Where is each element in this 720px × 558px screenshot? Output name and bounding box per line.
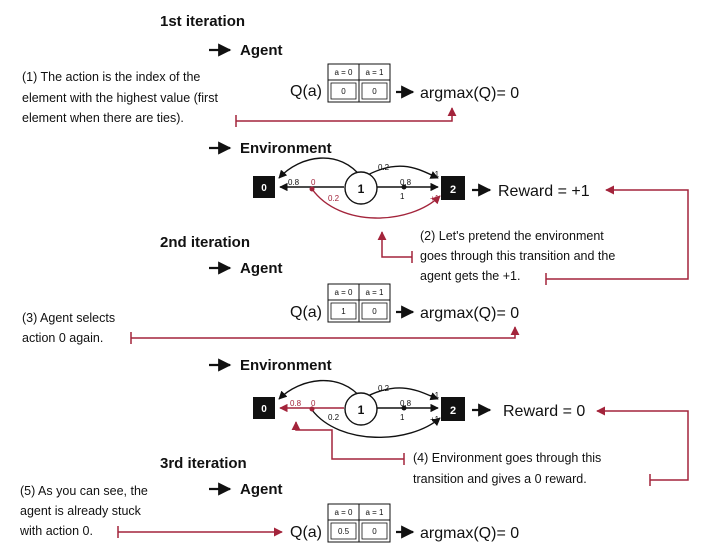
reward-left: 0 <box>311 178 316 187</box>
state-0-box <box>253 176 275 198</box>
reward-text-1: Reward = +1 <box>498 183 590 200</box>
agent-row-2: Agent <box>209 260 283 277</box>
state-0-label: 0 <box>261 183 267 194</box>
q-header-a1: a = 1 <box>365 508 384 517</box>
q-header-a0: a = 0 <box>334 68 353 77</box>
reward-right-bottom: +1 <box>430 415 440 424</box>
note-1-line-2: element with the highest value (first <box>22 91 218 105</box>
q-label-2: Q(a) <box>290 304 322 321</box>
q-header-a0: a = 0 <box>334 288 353 297</box>
prob-red: 0.2 <box>328 194 340 203</box>
note-1-connector <box>235 107 457 127</box>
q-label-3: Q(a) <box>290 524 322 541</box>
agent-row-1: Agent <box>209 42 283 59</box>
note-3-connector <box>130 326 520 344</box>
q-value-a0: 0 <box>341 87 346 96</box>
q-header-a1: a = 1 <box>365 68 384 77</box>
agent-label-3: Agent <box>240 481 283 498</box>
prob-red: 0.2 <box>328 413 340 422</box>
note-2-line-2: goes through this transition and the <box>420 249 615 263</box>
reward-mid: 1 <box>400 192 405 201</box>
iteration-3-title: 3rd iteration <box>160 455 247 472</box>
note-4-reward-connector <box>596 406 689 486</box>
note-5-connector <box>117 526 283 538</box>
q-value-a1: 0 <box>372 87 377 96</box>
reward-right-top: +1 <box>430 170 440 179</box>
q-table-1: Q(a) a = 0 a = 1 0 0 <box>290 63 391 103</box>
note-4-line-2: transition and gives a 0 reward. <box>413 472 587 486</box>
argmax-result-2: argmax(Q)= 0 <box>420 305 519 322</box>
environment-row-1: Environment <box>209 140 332 157</box>
environment-label-2: Environment <box>240 357 332 374</box>
q-table-2: Q(a) a = 0 a = 1 1 0 <box>290 283 391 323</box>
state-0-label: 0 <box>261 404 267 415</box>
note-2-reward-connector <box>545 185 689 285</box>
state-2-label: 2 <box>450 184 456 196</box>
note-3-line-2: action 0 again. <box>22 331 103 345</box>
note-1-line-1: (1) The action is the index of the <box>22 70 200 84</box>
note-2-connector <box>377 231 413 263</box>
prob-right: 0.8 <box>400 178 412 187</box>
environment-label-1: Environment <box>240 140 332 157</box>
note-5-line-3: with action 0. <box>19 524 93 538</box>
agent-label-2: Agent <box>240 260 283 277</box>
note-1-line-3: element when there are ties). <box>22 111 184 125</box>
state-2-box <box>441 176 465 200</box>
iteration-1-title: 1st iteration <box>160 13 245 30</box>
agent-label-1: Agent <box>240 42 283 59</box>
mdp-diagram-1: 0 1 2 0.2 0.8 0 0.8 1 +1 +1 0.2 <box>253 157 465 219</box>
note-3-line-1: (3) Agent selects <box>22 311 115 325</box>
reward-text-2: Reward = 0 <box>503 403 585 420</box>
state-2-label: 2 <box>450 405 456 417</box>
prob-left: 0.8 <box>290 399 302 408</box>
argmax-result-1: argmax(Q)= 0 <box>420 85 519 102</box>
reward-mid: 1 <box>400 413 405 422</box>
q-table-3: Q(a) a = 0 a = 1 0.5 0 <box>290 503 391 543</box>
q-header-a1: a = 1 <box>365 288 384 297</box>
note-2-line-3: agent gets the +1. <box>420 269 520 283</box>
prob-right: 0.8 <box>400 399 412 408</box>
agent-row-3: Agent <box>209 481 283 498</box>
reward-right-top: +1 <box>430 391 440 400</box>
q-value-a1: 0 <box>372 527 377 536</box>
note-5-line-1: (5) As you can see, the <box>20 484 148 498</box>
reward-right-bottom: +1 <box>430 194 440 203</box>
note-2-line-1: (2) Let's pretend the environment <box>420 229 604 243</box>
transition-top-arc <box>278 157 363 179</box>
mdp-diagram-2: 0 1 2 0.2 0.8 0 0.8 1 +1 +1 0.2 <box>253 379 465 438</box>
q-label-1: Q(a) <box>290 83 322 100</box>
q-header-a0: a = 0 <box>334 508 353 517</box>
environment-row-2: Environment <box>209 357 332 374</box>
state-1-label: 1 <box>358 403 365 417</box>
state-1-label: 1 <box>358 182 365 196</box>
note-5-line-2: agent is already stuck <box>20 504 142 518</box>
iteration-2-title: 2nd iteration <box>160 234 250 251</box>
q-value-a1: 0 <box>372 307 377 316</box>
transition-red-arc <box>311 188 441 219</box>
note-4-line-1: (4) Environment goes through this <box>413 451 601 465</box>
state-1-circle <box>344 171 378 205</box>
prob-top: 0.2 <box>378 384 390 393</box>
prob-left: 0.8 <box>288 178 300 187</box>
argmax-result-3: argmax(Q)= 0 <box>420 525 519 542</box>
note-4-connector <box>291 421 405 465</box>
prob-top: 0.2 <box>378 163 390 172</box>
q-value-a0: 0.5 <box>338 527 350 536</box>
reward-left: 0 <box>311 399 316 408</box>
q-value-a0: 1 <box>341 307 346 316</box>
